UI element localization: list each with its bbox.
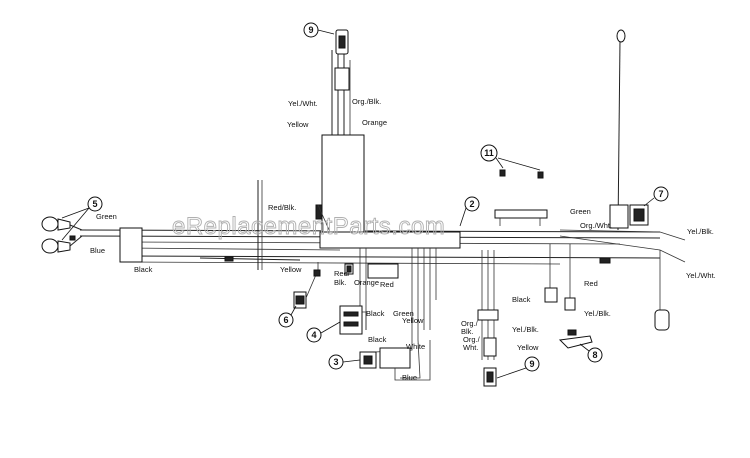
svg-text:5: 5	[92, 199, 97, 209]
upper-harness	[321, 29, 365, 246]
part-3-key-switch	[359, 340, 431, 381]
red-blk-probe	[257, 180, 331, 270]
svg-text:9: 9	[308, 25, 313, 35]
label-org-wht-right: Org./Wht.	[580, 221, 612, 230]
label-red-right: Red	[584, 279, 598, 288]
headlight-left-top	[41, 216, 83, 232]
label-yel-wht-right: Yel./Wht.	[686, 271, 716, 280]
fasteners-11	[495, 157, 544, 179]
label-yel-wht-top: Yel./Wht.	[288, 99, 318, 108]
callout-5: 5	[61, 196, 103, 241]
label-red-mid-upper: Red/	[334, 269, 351, 278]
part-4-solenoid	[339, 305, 363, 335]
label-yel-blk-right: Yel./Blk.	[687, 227, 714, 236]
label-red-blk: Red/Blk.	[268, 203, 296, 212]
callouts: 9 11 2 7 5 6 4	[61, 22, 669, 379]
central-junction	[319, 231, 461, 379]
label-black-right: Black	[512, 295, 531, 304]
label-org-wht-lower: Org./	[463, 335, 481, 344]
label-yellow-top: Yellow	[287, 120, 309, 129]
label-yellow-mid: Yellow	[280, 265, 302, 274]
label-yellow-lower: Yellow	[517, 343, 539, 352]
headlight-left-bottom	[41, 235, 83, 254]
callout-9-top: 9	[303, 22, 335, 38]
label-blk-mid: Blk.	[334, 278, 347, 287]
label-yel-blk-right2: Yel./Blk.	[584, 309, 611, 318]
label-org-blk-top: Org./Blk.	[352, 97, 381, 106]
svg-text:9: 9	[529, 359, 534, 369]
svg-text:11: 11	[484, 148, 494, 158]
label-yellow-mid2: Yellow	[402, 316, 424, 325]
label-blue-lower: Blue	[402, 373, 417, 382]
label-green-mid: Green	[393, 309, 414, 318]
svg-text:2: 2	[469, 199, 474, 209]
callout-3: 3	[328, 354, 361, 370]
callout-11: 11	[480, 144, 498, 162]
label-black-left: Black	[134, 265, 153, 274]
label-blk-lower: Blk.	[461, 327, 474, 336]
svg-text:3: 3	[333, 357, 338, 367]
svg-text:8: 8	[592, 350, 597, 360]
label-black-lower: Black	[368, 335, 387, 344]
svg-text:6: 6	[283, 315, 288, 325]
label-black-mid: Black	[366, 309, 385, 318]
part-6-switch	[293, 262, 321, 309]
label-orange-mid: Orange	[354, 278, 379, 287]
callout-6: 6	[278, 305, 297, 328]
label-red-mid: Red	[380, 280, 394, 289]
svg-text:7: 7	[658, 189, 663, 199]
part-2-bracket	[494, 209, 548, 226]
label-org-blk-lower: Org./	[461, 319, 479, 328]
callout-8: 8	[579, 343, 603, 363]
label-yel-blk-lower: Yel./Blk.	[512, 325, 539, 334]
callout-9-bottom: 9	[496, 356, 540, 379]
watermark-text: eReplacementParts.com	[172, 213, 445, 240]
main-harness	[79, 227, 661, 265]
label-wht-lower: Wht.	[463, 343, 478, 352]
label-green-left: Green	[96, 212, 117, 221]
callout-7: 7	[643, 186, 669, 207]
label-blue-left: Blue	[90, 246, 105, 255]
lower-harness	[477, 250, 499, 387]
callout-4: 4	[306, 321, 341, 343]
label-orange-top: Orange	[362, 118, 387, 127]
wire-labels: Yel./Wht. Org./Blk. Yellow Orange Green …	[90, 97, 716, 382]
callout-2: 2	[459, 196, 480, 227]
label-white-lower: White	[406, 342, 425, 351]
svg-text:4: 4	[311, 330, 316, 340]
right-harness	[544, 29, 686, 336]
part-8-switch	[558, 335, 593, 349]
label-green-right: Green	[570, 207, 591, 216]
